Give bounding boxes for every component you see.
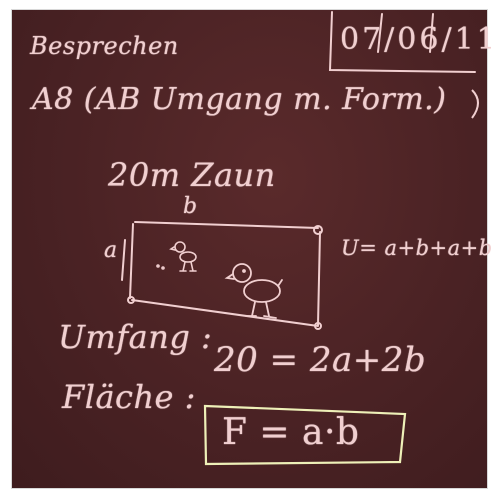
flaeche-formula: F = a·b bbox=[222, 412, 360, 453]
rectangle-fence-drawing bbox=[121, 221, 323, 330]
perimeter-formula: U= a+b+a+b bbox=[341, 236, 491, 260]
date-box-outline bbox=[328, 11, 476, 73]
board-subtitle: A8 (AB Umgang m. Form.) bbox=[32, 82, 447, 117]
umfang-formula: 20 = 2a+2b bbox=[214, 340, 427, 380]
chick-small-drawing bbox=[156, 241, 197, 272]
board-title: Besprechen bbox=[30, 32, 179, 60]
side-b-label: b bbox=[183, 194, 198, 219]
formula-box-outline bbox=[203, 404, 407, 466]
side-a-label: a bbox=[104, 238, 118, 263]
flaeche-label: Fläche : bbox=[62, 378, 196, 416]
chick-large-drawing bbox=[224, 263, 283, 319]
umfang-label: Umfang : bbox=[58, 318, 213, 356]
fence-label: 20m Zaun bbox=[108, 156, 276, 194]
date-text: 07/06/11 bbox=[340, 22, 491, 57]
